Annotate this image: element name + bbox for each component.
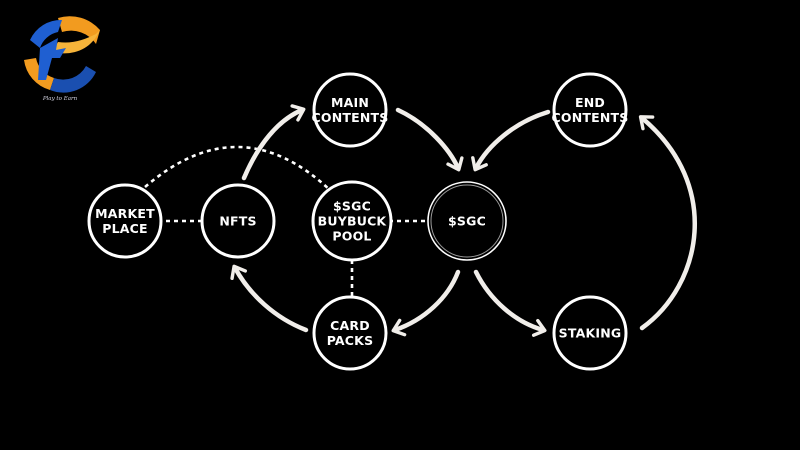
- dotted-connectors: [144, 145, 430, 296]
- node-label: CONTENTS: [312, 110, 389, 125]
- arrow-sgc-to-cardpacks: [391, 269, 461, 337]
- node-circle: [552, 72, 628, 148]
- node-label: PLACE: [102, 221, 148, 236]
- arrow-main-to-sgc: [395, 107, 464, 172]
- node-sgc: $SGC: [427, 181, 507, 261]
- arrow-end-to-sgc: [471, 109, 551, 172]
- arrow-staking-to-end: [638, 115, 698, 331]
- node-circle: [312, 72, 388, 148]
- node-circle: [200, 183, 276, 259]
- node-circle: [427, 181, 507, 261]
- node-label: PACKS: [327, 333, 374, 348]
- node-label: BUYBUCK: [318, 214, 388, 229]
- node-label: CARD: [330, 318, 370, 333]
- node-label: $SGC: [448, 214, 486, 229]
- node-label: STAKING: [559, 326, 622, 341]
- node-label: $SGC: [333, 199, 371, 214]
- play-to-earn-logo-icon: Play to Earn: [24, 16, 100, 102]
- node-circle: [87, 183, 163, 259]
- node-label: MAIN: [331, 95, 369, 110]
- node-label: POOL: [332, 229, 371, 244]
- node-circle: [311, 180, 393, 262]
- arrow-cardpacks-to-nfts: [230, 264, 309, 333]
- node-staking: STAKING: [552, 295, 628, 371]
- flow-arrows: [230, 104, 698, 337]
- dotted-link-market-to-buyback: [144, 145, 332, 192]
- node-circle: [552, 295, 628, 371]
- logo-tagline: Play to Earn: [42, 96, 78, 102]
- arrow-nfts-to-main: [241, 104, 306, 181]
- arrow-sgc-to-staking: [473, 269, 547, 337]
- node-label: CONTENTS: [552, 110, 629, 125]
- node-label: END: [575, 95, 605, 110]
- node-label: MARKET: [95, 206, 155, 221]
- node-label: NFTS: [219, 214, 256, 229]
- node-nfts: NFTS: [200, 183, 276, 259]
- node-inner-ring: [430, 184, 504, 258]
- node-circle: [312, 295, 388, 371]
